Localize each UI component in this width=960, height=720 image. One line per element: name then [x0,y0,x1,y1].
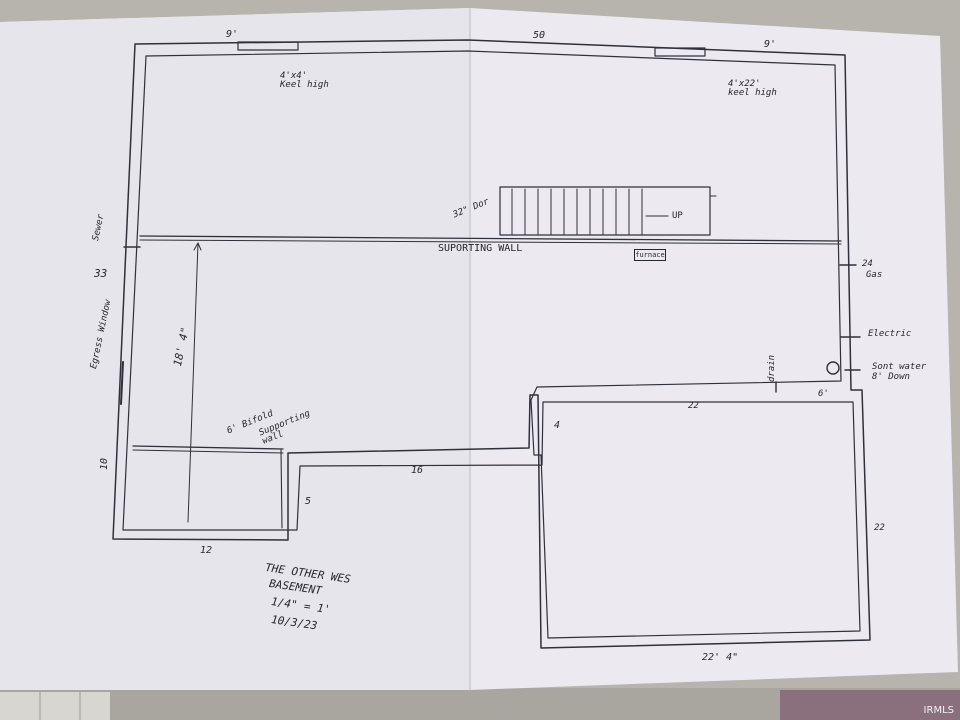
water-heater-symbol [826,361,840,375]
gas-label: Gas [866,270,883,280]
ledge-width-dim: 22 [688,401,699,411]
electric-label: Electric [868,329,912,339]
bottom-left-dim: 12 [200,545,213,556]
window-left-label: 4'x4' Keel high [280,71,329,90]
left-lower-dim: 10 [99,457,110,470]
window-right-label: 4'x22' keel high [728,79,777,98]
storage-room-wall-2 [132,449,284,454]
window-right [654,47,706,57]
drain-label: drain [767,354,777,382]
water-label: Sont water 8' Down [872,362,927,383]
top-right-window-dim: 9' [764,39,777,50]
storage-room-side [280,449,283,529]
top-left-window-dim: 9' [226,29,239,40]
top-overall-dim: 50 [533,30,546,41]
supporting-wall-label: SUPORTING WALL [438,243,523,254]
outer-wall-outer [112,39,871,649]
furnace-label: furnace [634,249,666,261]
ledge-small-dim: 6' [818,389,829,399]
watermark: IRMLS [923,705,954,716]
right-upper-dim: 24 [862,259,873,269]
stairs-outline [499,186,711,236]
storage-room-wall [132,445,284,450]
supporting-wall-2 [139,239,842,245]
paper-left-shade [0,8,470,690]
tile-strip [0,692,110,720]
height-dim-arrow [193,242,202,251]
step-width-dim: 16 [411,465,424,476]
left-overall-dim: 33 [94,267,108,280]
outer-wall-inner [122,50,861,639]
supporting-wall [139,235,842,242]
stairs-up-label: UP [672,211,683,221]
height-dim-line [187,242,199,523]
fabric-corner [780,690,960,720]
egress-window [120,361,124,405]
inner-offset-dim: 4 [554,420,561,431]
right-lower-dim: 22 [874,523,885,533]
window-left [237,41,299,51]
step-depth-dim: 5 [305,496,312,507]
bottom-right-dim: 22' 4" [702,652,739,663]
